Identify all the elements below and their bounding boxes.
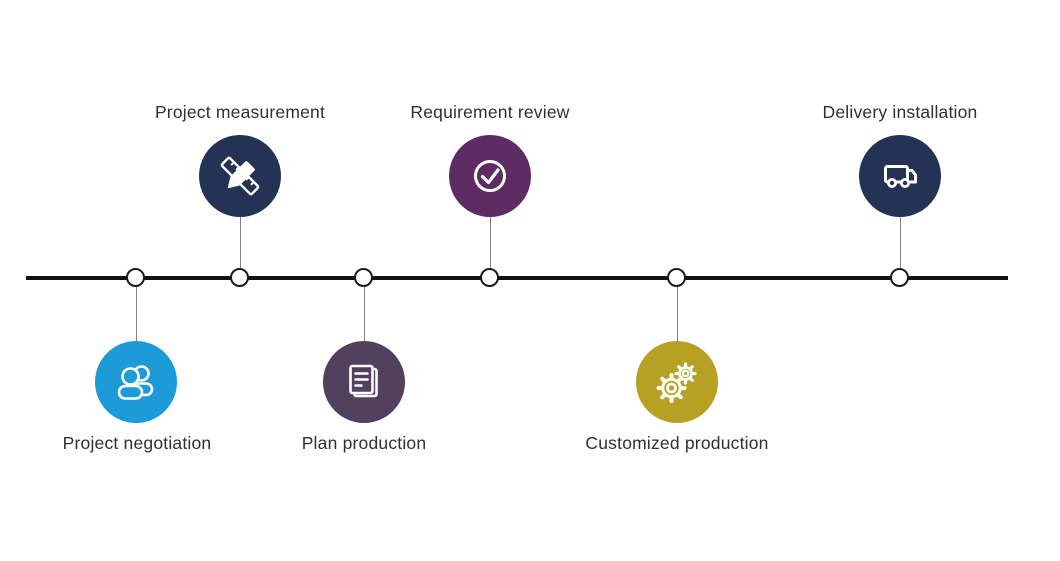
step-circle xyxy=(323,341,405,423)
timeline-line xyxy=(26,276,1008,280)
step-label: Requirement review xyxy=(410,102,570,122)
ruler-pencil-icon xyxy=(220,156,260,196)
document-icon xyxy=(349,364,378,398)
step-circle xyxy=(636,341,718,423)
step-circle xyxy=(449,135,531,217)
step-label: Plan production xyxy=(301,433,427,453)
step-label: Project negotiation xyxy=(62,433,212,453)
timeline-node xyxy=(890,268,909,287)
step-label: Customized production xyxy=(585,433,769,453)
truck-icon xyxy=(884,165,917,188)
connector-line xyxy=(363,287,365,343)
check-circle-icon xyxy=(474,160,506,192)
timeline-node xyxy=(126,268,145,287)
step-label: Project measurement xyxy=(154,102,326,122)
connector-line xyxy=(239,215,241,270)
timeline-node xyxy=(480,268,499,287)
timeline-node xyxy=(667,268,686,287)
connector-line xyxy=(899,215,901,270)
connector-line xyxy=(135,287,137,343)
users-icon xyxy=(117,365,154,400)
step-circle xyxy=(95,341,177,423)
connector-line xyxy=(676,287,678,343)
connector-line xyxy=(489,215,491,270)
step-label: Delivery installation xyxy=(822,102,978,122)
timeline-node xyxy=(354,268,373,287)
gears-icon xyxy=(656,362,697,403)
timeline-node xyxy=(230,268,249,287)
step-circle xyxy=(199,135,281,217)
step-circle xyxy=(859,135,941,217)
